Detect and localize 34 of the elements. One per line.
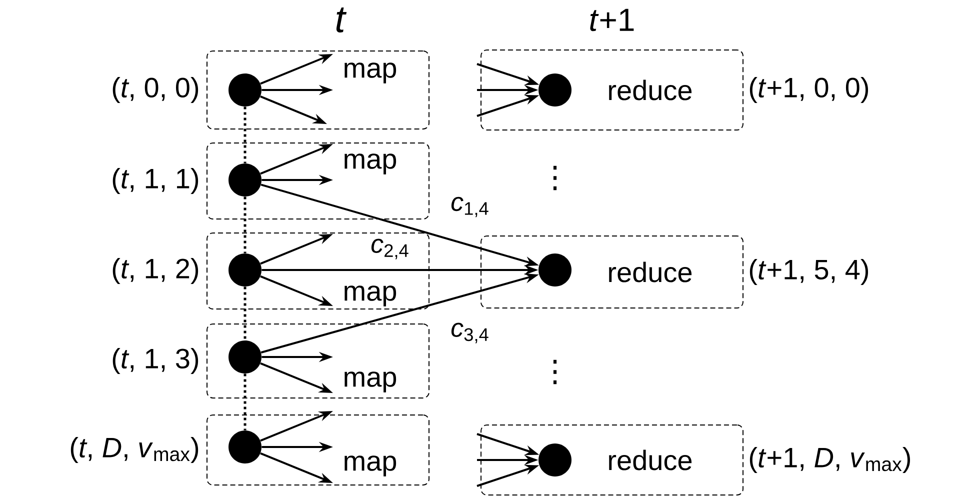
tuple-label: (t+1, D, v$_{max}$) bbox=[750, 446, 910, 474]
tuple-label: (t+1, 0, 0) bbox=[750, 76, 868, 104]
dot bbox=[228, 164, 262, 196]
dotted-line bbox=[244, 106, 246, 164]
dot bbox=[228, 74, 262, 106]
dot bbox=[228, 254, 262, 286]
dashed-box: map bbox=[206, 324, 430, 398]
tuple-label: (t, 1, 1) bbox=[112, 168, 198, 194]
dot bbox=[228, 430, 262, 464]
dashed-box: map bbox=[206, 414, 430, 486]
dashed-box: reduce bbox=[480, 50, 744, 130]
dashed-box: map bbox=[206, 50, 430, 130]
column-header: t+1 bbox=[590, 8, 634, 32]
dashed-box: map bbox=[206, 142, 430, 220]
tuple-label: (t, 1, 3) bbox=[112, 348, 198, 374]
dashed-box: reduce bbox=[480, 236, 744, 308]
dotted-line bbox=[244, 286, 246, 340]
dot bbox=[228, 340, 262, 374]
edge-label: c$_{3,4}$ bbox=[450, 322, 490, 344]
dotted-line bbox=[244, 374, 246, 430]
dot bbox=[538, 74, 572, 106]
dot bbox=[538, 444, 572, 476]
tuple-label: (t, 0, 0) bbox=[112, 76, 198, 104]
tuple-label: (t, 1, 2) bbox=[112, 258, 198, 284]
tuple-label: (t, D, v$_{max}$) bbox=[70, 436, 198, 464]
vertical-ellipsis: ⋮ bbox=[553, 166, 557, 190]
tuple-label: (t+1, 5, 4) bbox=[750, 258, 868, 286]
dotted-line bbox=[244, 196, 246, 254]
vertical-ellipsis: ⋮ bbox=[553, 360, 557, 384]
column-header: t bbox=[336, 8, 347, 32]
edge-label: c$_{1,4}$ bbox=[450, 196, 490, 218]
dot bbox=[538, 254, 572, 286]
edge-label: c$_{2,4}$ bbox=[370, 238, 410, 260]
dashed-box: reduce bbox=[480, 424, 744, 496]
